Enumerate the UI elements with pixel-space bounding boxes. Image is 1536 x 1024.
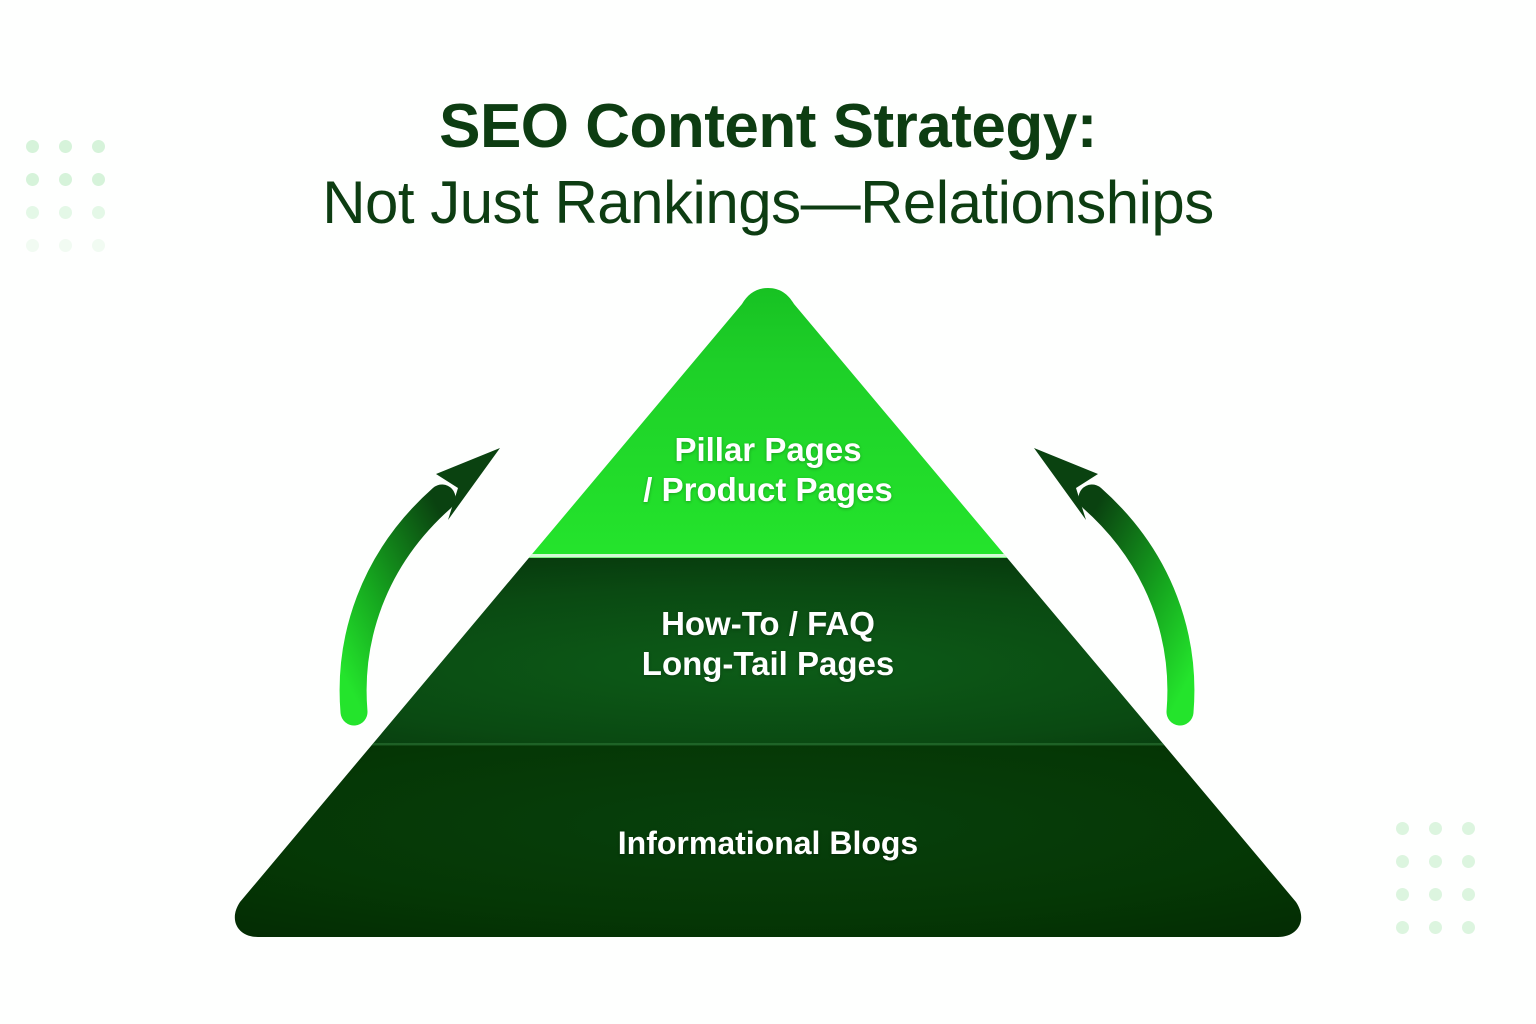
dot — [26, 140, 39, 153]
dot — [92, 173, 105, 186]
dot — [59, 239, 72, 252]
tier-divider-2 — [234, 743, 1302, 746]
title-line-1: SEO Content Strategy: — [439, 92, 1097, 161]
dot — [59, 140, 72, 153]
dot — [1396, 822, 1409, 835]
dot — [1396, 921, 1409, 934]
dot — [1429, 822, 1442, 835]
dot — [1462, 921, 1475, 934]
dot — [1396, 888, 1409, 901]
dot — [26, 173, 39, 186]
decorative-dot-grid-bottom-right — [1396, 822, 1495, 954]
page-title: SEO Content Strategy: Not Just Rankings—… — [0, 92, 1536, 237]
dot — [1462, 855, 1475, 868]
dot — [1429, 888, 1442, 901]
dot — [92, 140, 105, 153]
dot — [1429, 855, 1442, 868]
dot — [92, 206, 105, 219]
dot — [59, 173, 72, 186]
tier-divider-1 — [234, 554, 1302, 558]
dot — [1462, 822, 1475, 835]
curved-arrow-up-right-icon — [339, 448, 500, 726]
decorative-dot-grid-top-left — [26, 140, 125, 272]
title-line-2: Not Just Rankings—Relationships — [322, 169, 1214, 237]
dot — [26, 239, 39, 252]
curved-arrow-up-left-icon — [1034, 448, 1195, 726]
dot — [26, 206, 39, 219]
dot — [59, 206, 72, 219]
pyramid-tier-3-shape — [234, 745, 1302, 937]
dot — [1429, 921, 1442, 934]
dot — [92, 239, 105, 252]
dot — [1396, 855, 1409, 868]
dot — [1462, 888, 1475, 901]
